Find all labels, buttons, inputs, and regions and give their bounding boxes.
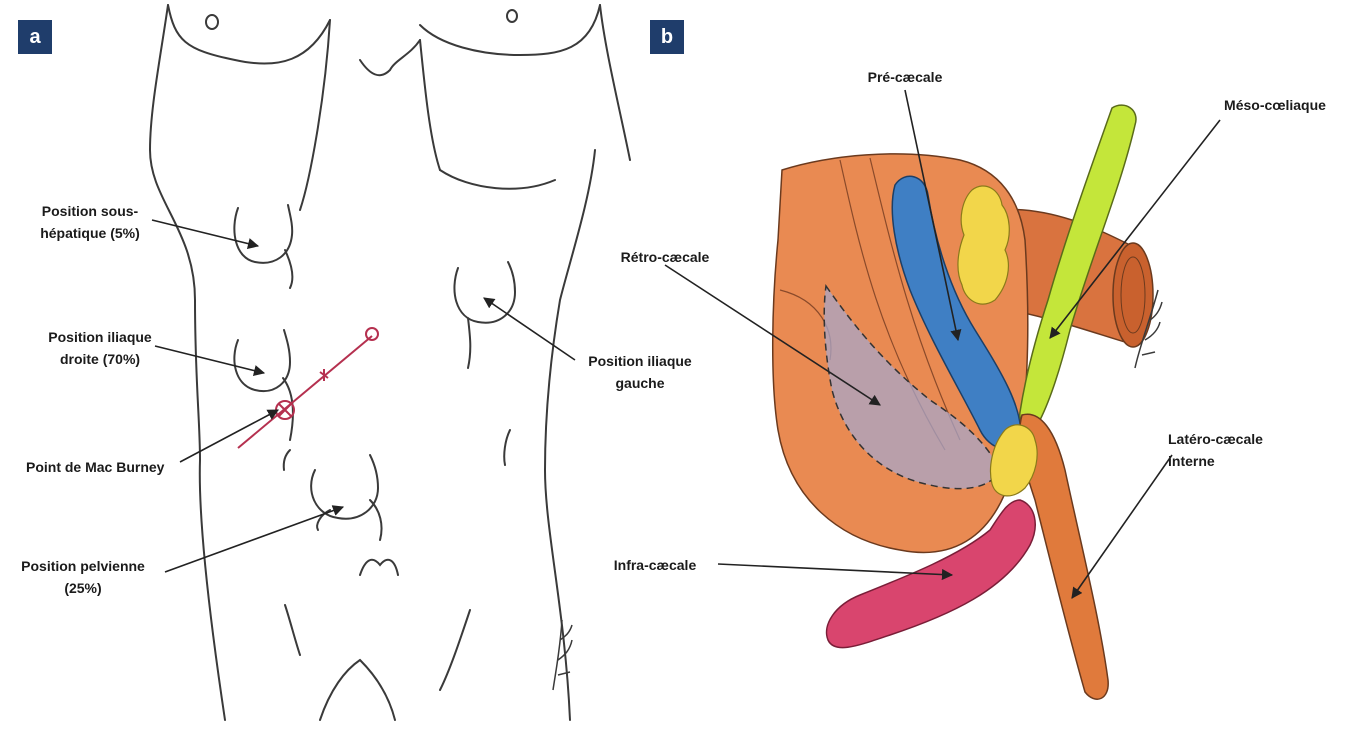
panel-b-illustration [773, 105, 1153, 699]
appendix-sub-hepatic [234, 205, 292, 288]
label-meso-coeliac: Méso-cœliaque [1210, 94, 1340, 116]
label-right-iliac: Position iliaque droite (70%) [30, 326, 170, 370]
label-retro-caecal: Rétro-cæcale [610, 246, 720, 268]
label-latero-caecal-line1: Latéro-cæcale [1168, 428, 1263, 450]
colon-opening [1113, 243, 1153, 347]
mcburney-incision [238, 328, 378, 448]
panel-b-badge: b [650, 20, 684, 54]
label-left-iliac-line1: Position iliaque [570, 350, 710, 372]
label-meso-coeliac-text: Méso-cœliaque [1210, 94, 1340, 116]
appendix-left-iliac [454, 262, 515, 368]
label-sub-hepatic: Position sous- hépatique (5%) [20, 200, 160, 244]
label-left-iliac: Position iliaque gauche [570, 350, 710, 394]
label-pre-caecal: Pré-cæcale [855, 66, 955, 88]
label-infra-caecal-text: Infra-cæcale [600, 554, 710, 576]
label-pelvic-line1: Position pelvienne [8, 555, 158, 577]
label-left-iliac-line2: gauche [570, 372, 710, 394]
label-mcburney-point-text: Point de Mac Burney [26, 456, 164, 478]
label-pre-caecal-text: Pré-cæcale [855, 66, 955, 88]
label-latero-caecal-line2: interne [1168, 450, 1263, 472]
panel-a-badge: a [18, 20, 52, 54]
label-pelvic: Position pelvienne (25%) [8, 555, 158, 599]
label-latero-caecal: Latéro-cæcale interne [1168, 428, 1263, 472]
appendix-right-iliac [234, 330, 292, 440]
label-sub-hepatic-line1: Position sous- [20, 200, 160, 222]
label-mcburney-point: Point de Mac Burney [26, 456, 164, 478]
label-pelvic-line2: (25%) [8, 577, 158, 599]
navel-right [507, 10, 517, 22]
appendix-pelvic [311, 455, 381, 540]
label-retro-caecal-text: Rétro-cæcale [610, 246, 720, 268]
navel-left [206, 15, 218, 29]
label-sub-hepatic-line2: hépatique (5%) [20, 222, 160, 244]
torso-outline [168, 5, 330, 64]
fat-deposit-upper [958, 186, 1009, 304]
label-infra-caecal: Infra-cæcale [600, 554, 710, 576]
label-right-iliac-line1: Position iliaque [30, 326, 170, 348]
label-right-iliac-line2: droite (70%) [30, 348, 170, 370]
